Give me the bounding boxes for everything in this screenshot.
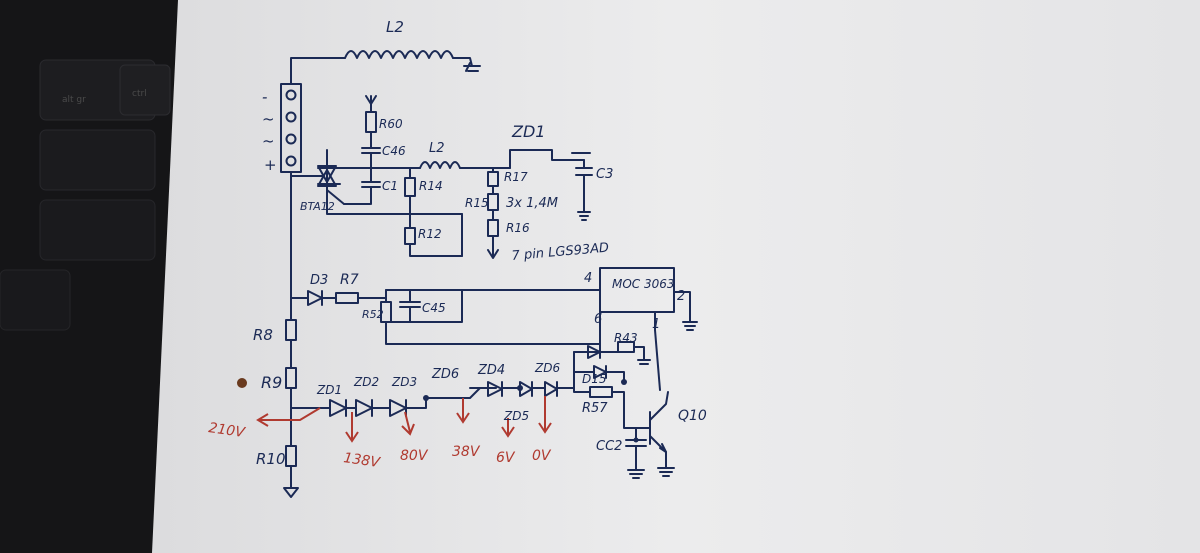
voltage-80v-label: 80V xyxy=(400,448,429,464)
r15-label: R15 xyxy=(465,196,489,210)
zd5-label: ZD5 xyxy=(503,409,529,423)
r7-label: R7 xyxy=(340,272,359,288)
zd4-label: ZD4 xyxy=(477,363,505,378)
r8-label: R8 xyxy=(253,326,273,344)
bta12-label: BTA12 xyxy=(300,200,335,213)
voltage-6v-label: 6V xyxy=(496,450,516,466)
r60-label: R60 xyxy=(379,117,403,131)
moc-pin2-label: 2 xyxy=(677,289,685,304)
l2-mid-label: L2 xyxy=(429,141,445,156)
r57-label: R57 xyxy=(582,401,608,416)
terminal-plus-label: + xyxy=(264,156,277,174)
terminal-ac2-label: ~ xyxy=(262,132,275,150)
r14-label: R14 xyxy=(419,179,443,193)
c3-label: C3 xyxy=(596,167,613,182)
voltage-138v-label: 138V xyxy=(342,450,382,471)
r16-label: R16 xyxy=(506,221,530,235)
zd1-chain-label: ZD1 xyxy=(316,383,342,397)
d3-label: D3 xyxy=(310,273,328,288)
c46-label: C46 xyxy=(382,144,406,158)
paper-sheet xyxy=(152,0,1200,553)
voltage-210v-label: 210V xyxy=(207,420,247,441)
r17-label: R17 xyxy=(504,170,528,184)
ctrl-key-label: ctrl xyxy=(132,89,147,99)
q10-label: Q10 xyxy=(678,408,707,424)
r43-label: R43 xyxy=(614,331,638,345)
r9-label: R9 xyxy=(261,373,282,392)
c1-label: C1 xyxy=(382,179,398,193)
d15-label: D15 xyxy=(582,372,607,386)
moc-label: MOC 3063 xyxy=(612,277,675,291)
cc2-label: CC2 xyxy=(596,439,622,454)
keyboard: alt gr ctrl xyxy=(0,0,178,553)
moc-pin4-label: 4 xyxy=(584,271,592,286)
zd1-label: ZD1 xyxy=(511,122,545,141)
zd36-label: ZD6 xyxy=(431,367,459,382)
l2-top-label: L2 xyxy=(386,18,404,36)
terminal-minus-label: - xyxy=(262,88,267,106)
r10-label: R10 xyxy=(256,450,286,468)
r52-label: R52 xyxy=(362,308,384,321)
moc-pin6-label: 6 xyxy=(594,312,602,327)
voltage-38v-label: 38V xyxy=(452,444,481,460)
moc-pin1-label: 1 xyxy=(652,317,660,332)
r12-label: R12 xyxy=(418,227,442,241)
schematic xyxy=(237,50,698,498)
voltage-0v-label: 0V xyxy=(532,448,552,464)
alt-gr-key-label: alt gr xyxy=(62,95,86,105)
r15-value-label: 3x 1,4M xyxy=(506,196,558,211)
zd3-label: ZD3 xyxy=(391,375,417,389)
zd6-label: ZD6 xyxy=(534,361,560,375)
terminal-ac1-label: ~ xyxy=(262,110,275,128)
zd2-label: ZD2 xyxy=(353,375,379,389)
c45-label: C45 xyxy=(422,301,446,315)
